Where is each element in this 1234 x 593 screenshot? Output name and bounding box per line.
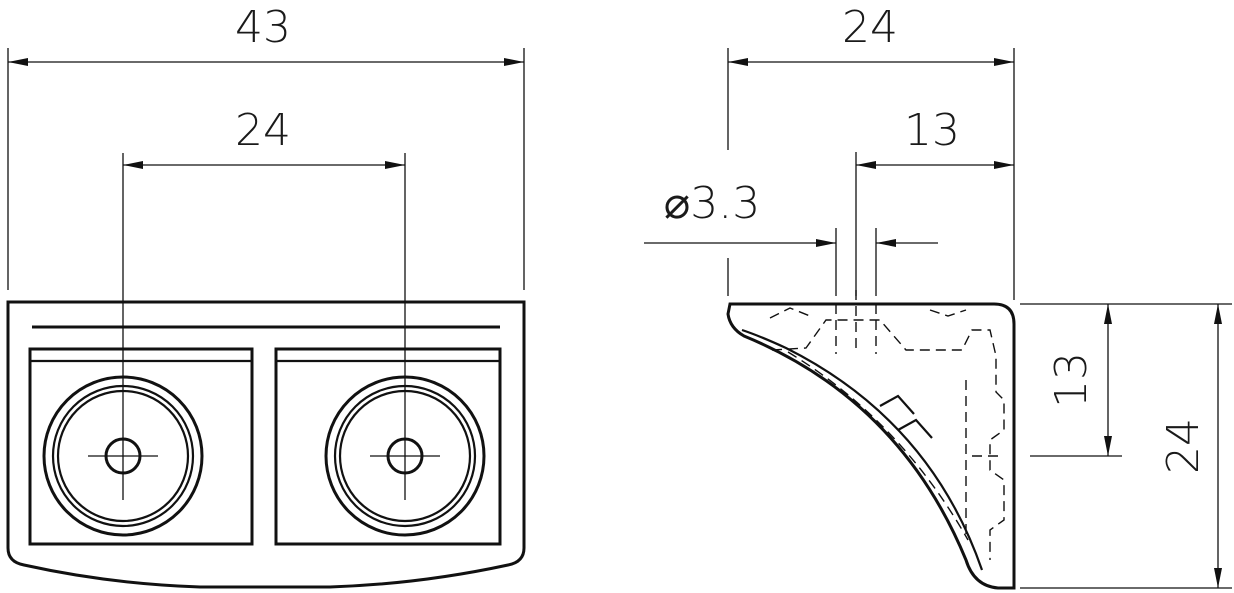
side-step-detail <box>879 394 933 439</box>
side-view-outline <box>726 302 1016 590</box>
hidden-inner-profile <box>771 319 1005 560</box>
hidden-right-rib <box>965 380 1004 540</box>
dim-hole-diameter: ⌀3.3 <box>664 178 760 229</box>
side-view: 24 13 ⌀3.3 13 24 <box>644 2 1232 590</box>
left-pocket <box>28 347 254 546</box>
dim-side-width: 24 <box>842 2 898 53</box>
dim-front-width: 43 <box>235 2 291 53</box>
dim-side-height: 24 <box>1158 418 1209 474</box>
hidden-curve <box>787 351 969 541</box>
dim-side-hole-offset: 13 <box>904 105 960 156</box>
front-view: 43 24 <box>6 2 526 589</box>
side-inner-edge <box>741 328 984 571</box>
front-view-outline <box>6 300 526 589</box>
dim-front-hole-spacing: 24 <box>235 105 291 156</box>
hidden-top-rib <box>769 307 967 319</box>
dim-side-hole-height: 13 <box>1046 352 1097 408</box>
right-pocket <box>274 347 502 546</box>
